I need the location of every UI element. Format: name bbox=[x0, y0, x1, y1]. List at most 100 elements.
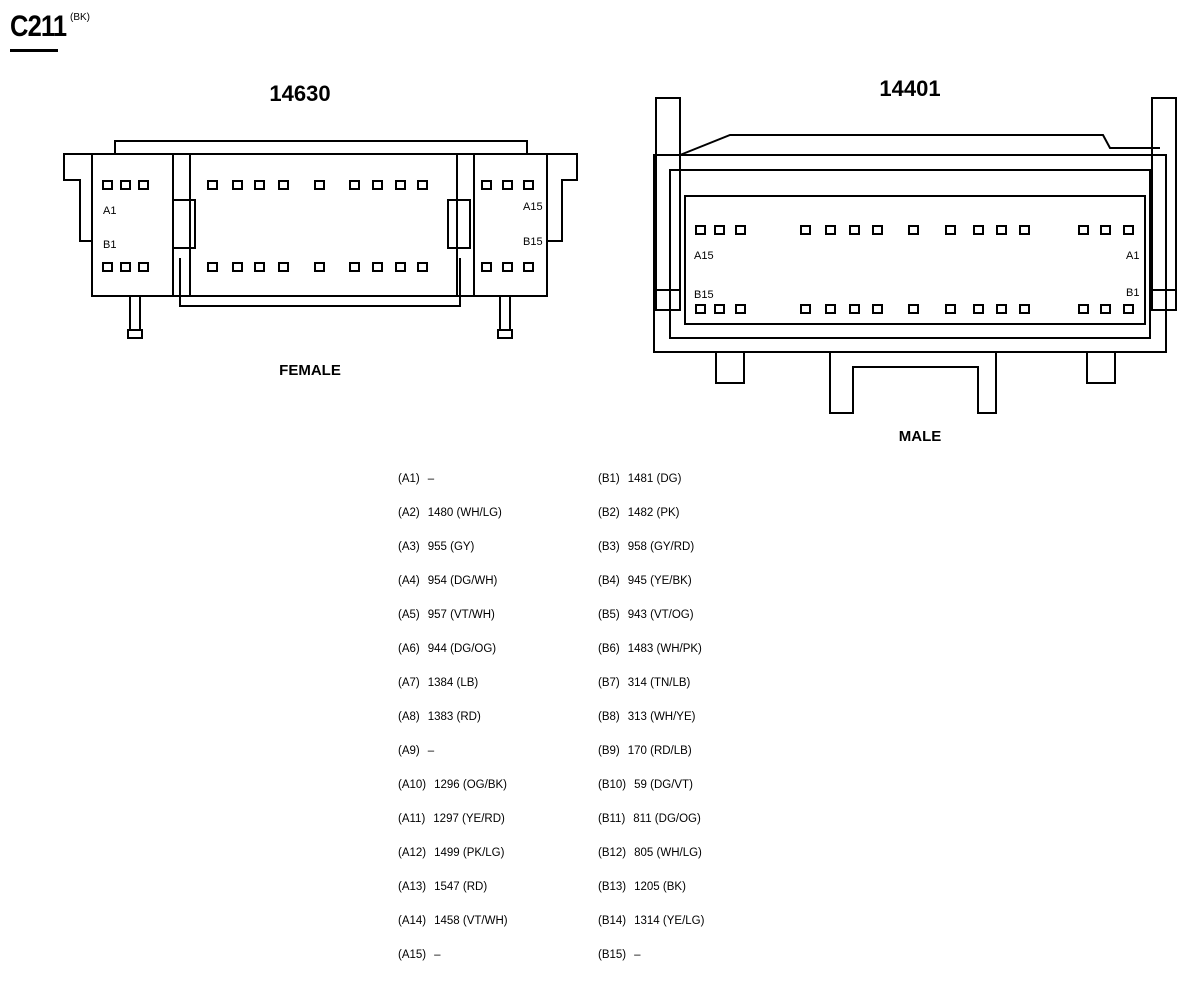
pin-value: 1482 (PK) bbox=[627, 507, 680, 519]
pin-row-a11: (A11) 1297 (YE/RD) bbox=[398, 813, 508, 847]
female-bottom-channel bbox=[179, 258, 461, 307]
pin-value: 313 (WH/YE) bbox=[627, 711, 696, 723]
pin-row-a5: (A5) 957 (VT/WH) bbox=[398, 609, 508, 643]
pin-id: (B4) bbox=[598, 575, 620, 587]
female-right-latch bbox=[547, 153, 578, 242]
pin-id: (A1) bbox=[398, 473, 420, 485]
pin-row-a2: (A2)1480 (WH/LG) bbox=[398, 507, 508, 541]
pin-value: 1481 (DG) bbox=[627, 473, 682, 485]
pin-row-a14: (A14) 1458 (VT/WH) bbox=[398, 915, 508, 949]
pin-id: (B12) bbox=[598, 847, 627, 859]
pin-value: 955 (GY) bbox=[427, 541, 475, 553]
male-right-foot bbox=[1086, 352, 1116, 384]
pin-value: 805 (WH/LG) bbox=[634, 847, 702, 859]
female-row-b-cavities bbox=[102, 262, 534, 272]
female-key-right bbox=[447, 199, 471, 249]
pin-id: (A4) bbox=[398, 575, 420, 587]
pin-id: (B10) bbox=[598, 779, 627, 791]
female-top-ridge bbox=[114, 140, 528, 155]
pin-value: 943 (VT/OG) bbox=[627, 609, 694, 621]
pin-id: (B5) bbox=[598, 609, 620, 621]
female-part-number: 14630 bbox=[269, 81, 330, 106]
pin-row-a12: (A12) 1499 (PK/LG) bbox=[398, 847, 508, 881]
male-bottom-key bbox=[829, 352, 997, 414]
pin-id: (A6) bbox=[398, 643, 420, 655]
pin-value: – bbox=[434, 949, 441, 961]
pin-row-a7: (A7)1384 (LB) bbox=[398, 677, 508, 711]
pin-id: (B14) bbox=[598, 915, 627, 927]
pin-value: 1297 (YE/RD) bbox=[433, 813, 505, 825]
pin-row-b15: (B15)– bbox=[598, 949, 704, 983]
pinout-column-b: (B1)1481 (DG) (B2)1482 (PK) (B3) 958 (GY/… bbox=[598, 473, 704, 983]
pin-value: 1499 (PK/LG) bbox=[434, 847, 505, 859]
pin-row-b1: (B1)1481 (DG) bbox=[598, 473, 704, 507]
pin-id: (A13) bbox=[398, 881, 427, 893]
pin-id: (B15) bbox=[598, 949, 627, 961]
pin-value: 944 (DG/OG) bbox=[427, 643, 497, 655]
male-row-a-pins bbox=[695, 225, 1134, 235]
pin-row-b2: (B2)1482 (PK) bbox=[598, 507, 704, 541]
pin-row-b10: (B10) 59 (DG/VT) bbox=[598, 779, 704, 813]
pin-id: (B8) bbox=[598, 711, 620, 723]
pin-row-b5: (B5) 943 (VT/OG) bbox=[598, 609, 704, 643]
pin-row-a1: (A1)– bbox=[398, 473, 508, 507]
pin-id: (A15) bbox=[398, 949, 427, 961]
pin-value: 1296 (OG/BK) bbox=[434, 779, 507, 791]
female-left-post bbox=[127, 296, 143, 339]
pin-row-a15: (A15)– bbox=[398, 949, 508, 983]
male-row-b-pins bbox=[695, 304, 1134, 314]
pin-value: 1458 (VT/WH) bbox=[434, 915, 508, 927]
pin-id: (A2) bbox=[398, 507, 420, 519]
pin-id: (B9) bbox=[598, 745, 620, 757]
pin-row-b12: (B12) 805 (WH/LG) bbox=[598, 847, 704, 881]
pin-value: 314 (TN/LB) bbox=[627, 677, 691, 689]
pin-id: (B6) bbox=[598, 643, 620, 655]
pin-id: (A5) bbox=[398, 609, 420, 621]
pin-id: (B7) bbox=[598, 677, 620, 689]
male-left-foot bbox=[715, 352, 745, 384]
pin-value: 957 (VT/WH) bbox=[427, 609, 495, 621]
pin-value: 1547 (RD) bbox=[434, 881, 488, 893]
pin-row-b9: (B9) 170 (RD/LB) bbox=[598, 745, 704, 779]
male-label-b-right: B1 bbox=[1126, 287, 1139, 299]
connector-color-code: (BK) bbox=[70, 12, 90, 23]
pin-value: 1483 (WH/PK) bbox=[627, 643, 702, 655]
pin-row-b6: (B6) 1483 (WH/PK) bbox=[598, 643, 704, 677]
female-gender-label: FEMALE bbox=[279, 362, 341, 379]
pin-row-a6: (A6) 944 (DG/OG) bbox=[398, 643, 508, 677]
male-left-post bbox=[655, 97, 681, 311]
pin-row-a13: (A13) 1547 (RD) bbox=[398, 881, 508, 915]
pin-row-b14: (B14)1314 (YE/LG) bbox=[598, 915, 704, 949]
male-right-post bbox=[1151, 97, 1177, 311]
pin-value: 1383 (RD) bbox=[427, 711, 481, 723]
male-label-b-left: B15 bbox=[694, 289, 714, 301]
pin-value: 59 (DG/VT) bbox=[634, 779, 693, 791]
pin-value: – bbox=[427, 745, 435, 757]
female-left-latch bbox=[63, 153, 92, 242]
pin-row-b4: (B4) 945 (YE/BK) bbox=[598, 575, 704, 609]
pin-row-b3: (B3) 958 (GY/RD) bbox=[598, 541, 704, 575]
male-outer-shell bbox=[653, 154, 1167, 353]
pin-row-a9: (A9)– bbox=[398, 745, 508, 779]
pin-id: (A14) bbox=[398, 915, 427, 927]
female-label-a-end: A15 bbox=[523, 201, 543, 213]
pin-id: (A12) bbox=[398, 847, 427, 859]
pin-value: 958 (GY/RD) bbox=[627, 541, 695, 553]
pin-row-b11: (B11)811 (DG/OG) bbox=[598, 813, 704, 847]
pin-id: (A3) bbox=[398, 541, 420, 553]
pin-id: (A11) bbox=[398, 813, 426, 825]
male-label-a-left: A15 bbox=[694, 250, 714, 262]
pin-row-a4: (A4)954 (DG/WH) bbox=[398, 575, 508, 609]
pin-id: (A8) bbox=[398, 711, 420, 723]
male-label-a-right: A1 bbox=[1126, 250, 1139, 262]
title-underline bbox=[10, 49, 58, 52]
male-connector-view: 14401 bbox=[653, 76, 1177, 445]
pin-value: 170 (RD/LB) bbox=[627, 745, 692, 757]
pin-value: 945 (YE/BK) bbox=[627, 575, 692, 587]
male-top-cap bbox=[679, 134, 1160, 156]
female-body bbox=[91, 153, 548, 297]
pin-value: 811 (DG/OG) bbox=[633, 813, 701, 825]
pin-id: (B3) bbox=[598, 541, 620, 553]
connector-title: C211 bbox=[10, 10, 67, 43]
